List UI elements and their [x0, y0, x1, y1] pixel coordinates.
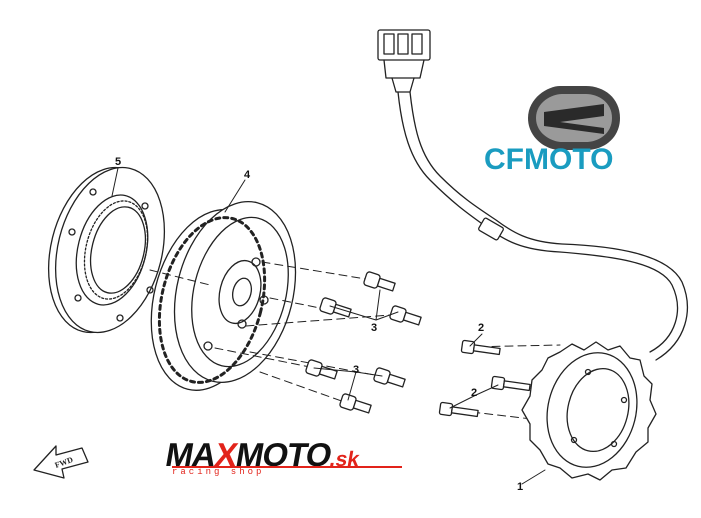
brand-name: CFMOTO [484, 143, 614, 176]
callout-part-4: 4 [244, 169, 251, 181]
watermark-underline [172, 466, 402, 468]
flywheel-bolts [305, 271, 422, 414]
callout-part-3-top: 3 [371, 322, 377, 334]
stator-bolts [438, 339, 531, 418]
fwd-arrow-icon [33, 445, 89, 479]
wire-harness [397, 91, 679, 353]
leader-lines [111, 167, 546, 485]
watermark-tagline: racing shop [172, 467, 265, 477]
wire-connector [377, 29, 431, 93]
cfmoto-logo-icon [528, 86, 620, 150]
callout-part-3-bottom: 3 [353, 364, 359, 376]
callout-part-2-bottom: 2 [471, 387, 477, 399]
wire-clip [478, 217, 504, 241]
stator [521, 341, 657, 481]
one-way-clutch [47, 166, 166, 334]
flywheel-rotor [150, 200, 297, 391]
callout-part-2-top: 2 [478, 322, 484, 334]
callout-part-1: 1 [517, 481, 523, 493]
callout-part-5: 5 [115, 156, 121, 168]
